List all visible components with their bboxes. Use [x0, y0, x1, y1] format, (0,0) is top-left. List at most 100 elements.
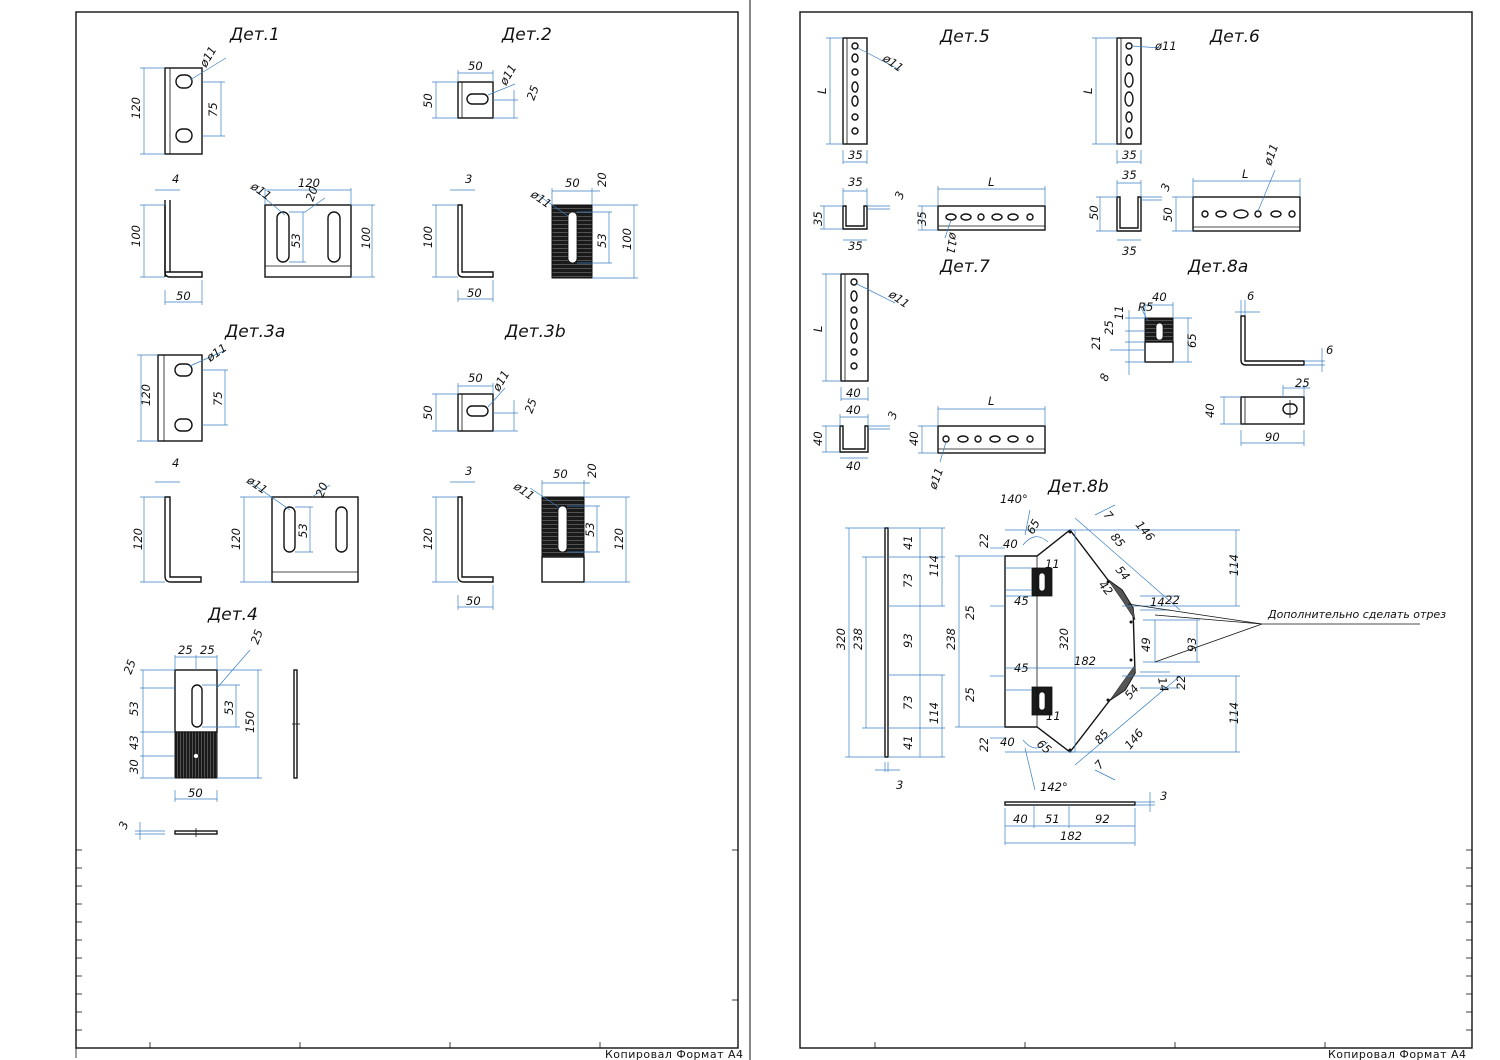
dimension-label: 50: [468, 371, 483, 385]
dimension-label: 50: [1161, 207, 1175, 222]
dimension-label: 22: [977, 737, 991, 752]
dimension-label: 40: [1000, 735, 1015, 749]
title-det7: Дет.7: [939, 257, 990, 277]
dimension-label: 120: [298, 176, 320, 190]
dimension-label: ø11: [527, 186, 554, 210]
dimension-label: 50: [176, 289, 191, 303]
dimension-label: 25: [1295, 376, 1310, 390]
title-det6: Дет.6: [1209, 27, 1260, 47]
dimension-label: 45: [1014, 661, 1029, 675]
dimension-label: 120: [139, 384, 153, 406]
dimension-label: 120: [131, 528, 145, 550]
det3a-side-view: 4 120: [131, 456, 202, 583]
dimension-label: 51: [1045, 812, 1060, 826]
dimension-label: 114: [1227, 554, 1241, 576]
dimension-label: 6: [1326, 343, 1333, 357]
dimension-label: 20: [595, 172, 609, 187]
dimension-label: 14: [1150, 595, 1165, 609]
det1-top-view: 120 75 ø11: [129, 44, 227, 155]
dimension-label: 40: [1203, 403, 1217, 418]
dimension-label: 43: [127, 735, 141, 750]
dimension-label: 25: [963, 605, 977, 620]
dimension-label: 3: [1158, 181, 1174, 193]
det4-side-view: [292, 669, 300, 779]
dimension-label: ø11: [203, 341, 230, 365]
dimension-label: 25: [963, 687, 977, 702]
det4-bottom-view: [135, 822, 218, 840]
det3b-side-view: 3 120 50: [421, 464, 494, 610]
sheet-1-footer: Копировал Формат А4: [605, 1048, 744, 1060]
dimension-label: ø11: [489, 368, 512, 395]
dimension-label: 75: [211, 391, 225, 406]
dimension-label: 85: [1092, 727, 1112, 747]
dimension-label: L: [815, 88, 829, 94]
dimension-label: ø11: [1154, 39, 1177, 53]
det6-front-view: ø11 L 35: [1081, 37, 1177, 164]
dimension-label: 73: [901, 573, 915, 588]
dimension-label: 53: [296, 523, 310, 538]
dimension-label: 120: [229, 528, 243, 550]
dimension-label: ø11: [1260, 142, 1281, 168]
dimension-label: 30: [127, 759, 141, 774]
dimension-label: 40: [907, 431, 921, 446]
dimension-label: 53: [222, 700, 236, 715]
dimension-label: 100: [620, 228, 634, 250]
dimension-label: 90: [1265, 430, 1280, 444]
sheet-1-frame: [75, 11, 739, 1049]
cut-note: Дополнительно сделать отрез: [1267, 608, 1446, 621]
dimension-label: 41: [901, 535, 915, 550]
det4-front-view: 25 25 25 25 53 43 30 53 150 50 3: [116, 627, 266, 831]
dimension-label: 53: [127, 701, 141, 716]
dimension-label: 22: [1174, 675, 1188, 690]
dimension-label: 150: [243, 711, 257, 733]
dimension-label: 35: [1122, 168, 1137, 182]
dimension-label: 25: [248, 627, 266, 646]
dimension-label: 40: [1152, 290, 1167, 304]
dimension-label: 35: [915, 211, 929, 226]
det1-side-view: 4 100 50: [129, 172, 203, 305]
dimension-label: L: [988, 175, 994, 189]
dimension-label: 3: [1160, 789, 1167, 803]
det8b-plan-view: 140° 22 40 65 7 85 146 11 45 42 54 14 22…: [944, 492, 1446, 794]
dimension-label: 53: [583, 522, 597, 537]
dimension-label: 45: [1014, 594, 1029, 608]
dimension-label: 320: [834, 628, 848, 650]
dimension-label: 40: [1013, 812, 1028, 826]
dimension-label: 182: [1060, 829, 1082, 843]
dimension-label: 20: [585, 463, 599, 478]
sheet-2-footer: Копировал Формат А4: [1328, 1048, 1467, 1060]
dimension-label: 11: [1112, 305, 1126, 320]
dimension-label: 11: [1045, 557, 1060, 571]
dimension-label: ø11: [510, 478, 537, 502]
dimension-label: 50: [553, 467, 568, 481]
det2-top-view: 50 ø11 50 25: [421, 59, 542, 119]
dimension-label: 7: [1092, 757, 1108, 772]
dimension-label: 50: [421, 93, 435, 108]
det2-front-view: 50 ø11 20 53 100: [527, 172, 638, 279]
sheet-2-frame: [799, 11, 1473, 1049]
title-det3b: Дет.3b: [504, 322, 566, 342]
dimension-label: R5: [1138, 300, 1153, 314]
dimension-label: 7: [1101, 508, 1117, 523]
dimension-label: L: [1081, 88, 1095, 94]
dimension-label: 114: [927, 702, 941, 724]
dimension-label: 20: [313, 480, 331, 499]
dimension-label: 40: [1003, 537, 1018, 551]
dimension-label: 25: [1102, 320, 1116, 335]
title-det2: Дет.2: [501, 25, 552, 45]
title-det5: Дет.5: [939, 27, 990, 47]
dimension-label: 35: [848, 175, 863, 189]
dimension-label: 65: [1034, 737, 1054, 757]
dimension-label: 146: [1133, 518, 1158, 544]
dimension-label: 65: [1185, 333, 1199, 348]
dimension-label: 85: [1108, 530, 1128, 550]
dimension-label: 93: [1185, 637, 1199, 652]
dimension-label: 35: [848, 239, 863, 253]
dimension-label: 3: [892, 189, 908, 201]
dimension-label: ø11: [879, 50, 906, 74]
dimension-label: 65: [1023, 517, 1042, 537]
dimension-label: 35: [811, 211, 825, 226]
dimension-label: L: [1242, 167, 1248, 181]
dimension-label: 120: [612, 528, 626, 550]
